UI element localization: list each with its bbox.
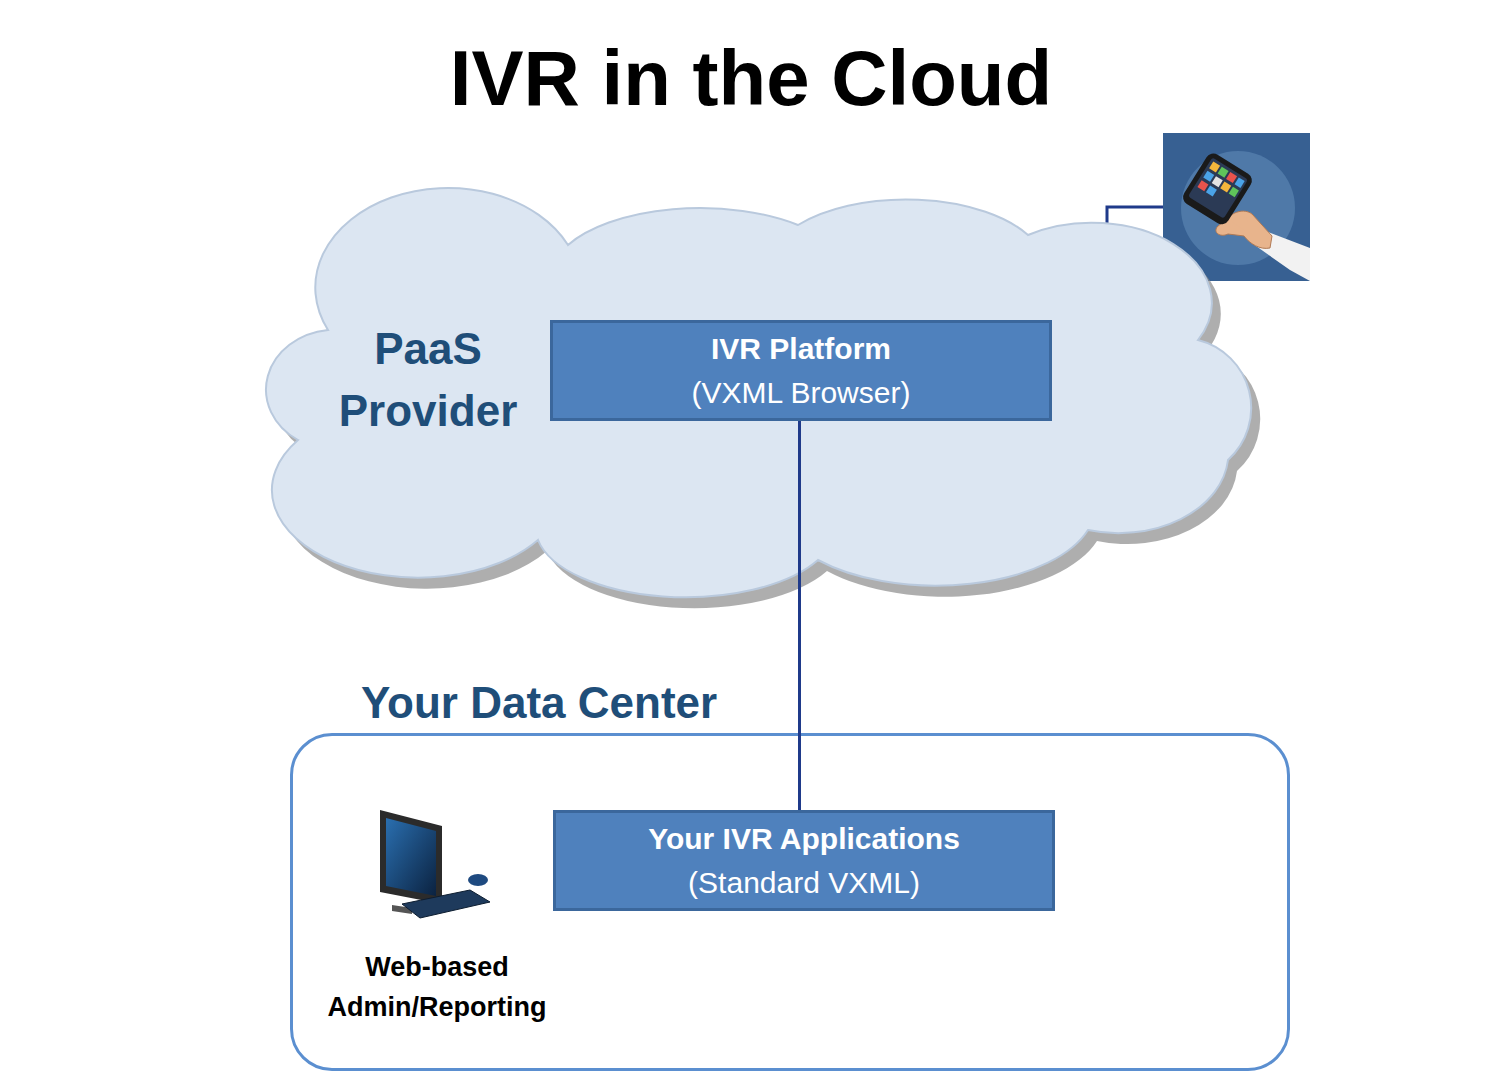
monitor-screen [386, 818, 436, 896]
app-icon [1226, 172, 1237, 183]
icon-caption: Web-based Admin/Reporting [312, 947, 562, 1027]
app-icon [1235, 177, 1245, 187]
app-icon [1203, 171, 1214, 182]
process-box: Your IVR Applications(Standard VXML) [553, 810, 1055, 911]
diagram-title: IVR in the Cloud [0, 33, 1502, 123]
app-icon [1229, 187, 1239, 197]
region-heading: PaaS Provider [318, 318, 538, 442]
keyboard-shape [402, 890, 490, 918]
monitor-frame [380, 810, 442, 904]
box-title: IVR Platform [711, 327, 891, 371]
thumb-shape [1232, 216, 1248, 230]
cloud-shape [266, 188, 1251, 597]
app-icon [1218, 167, 1229, 178]
box-title: Your IVR Applications [648, 817, 960, 861]
app-icon [1209, 162, 1220, 173]
connector-line [798, 421, 801, 810]
app-icon [1220, 181, 1231, 192]
app-icon [1206, 185, 1217, 196]
phone-body [1180, 150, 1255, 227]
app-icon [1212, 176, 1223, 187]
app-icon [1197, 180, 1208, 191]
phone-device [1180, 150, 1255, 227]
mouse-shape [468, 874, 488, 886]
box-subtitle: (Standard VXML) [688, 861, 920, 905]
process-box: IVR Platform(VXML Browser) [550, 320, 1052, 421]
phone-screen [1188, 157, 1248, 218]
region-heading: Your Data Center [361, 672, 781, 734]
box-subtitle: (VXML Browser) [692, 371, 911, 415]
cloud-region: PaaS ProviderIVR Platform(VXML Browser) [238, 190, 1263, 585]
